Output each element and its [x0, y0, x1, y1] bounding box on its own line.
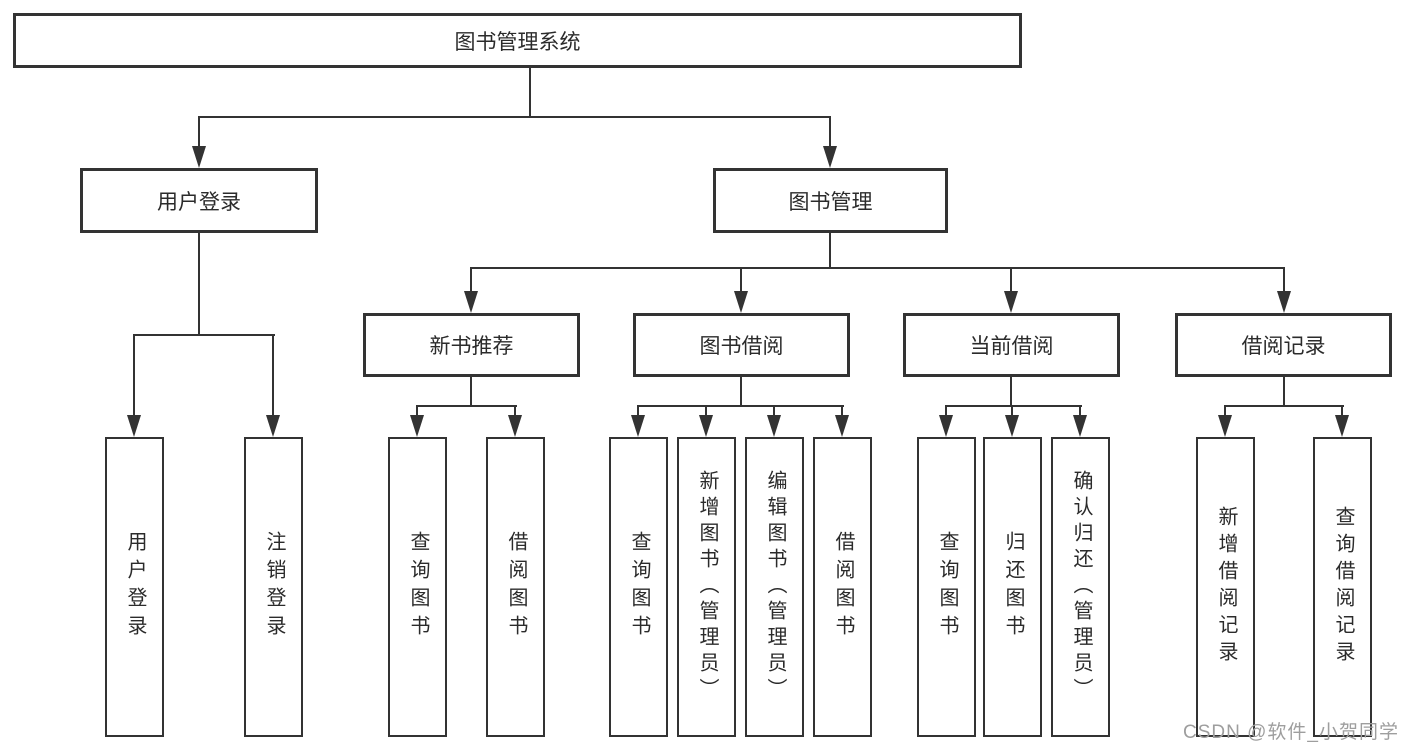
- leaf-add-borrow-record: 新增借阅记录: [1196, 437, 1255, 737]
- arrowhead-down-icon: [823, 146, 837, 168]
- connector-line: [945, 405, 947, 417]
- connector-line: [637, 405, 639, 417]
- arrowhead-down-icon: [734, 291, 748, 313]
- arrowhead-down-icon: [127, 415, 141, 437]
- connector-line: [133, 334, 275, 336]
- arrowhead-down-icon: [1218, 415, 1232, 437]
- leaf-borrow-books: 借阅图书: [813, 437, 872, 737]
- arrowhead-down-icon: [835, 415, 849, 437]
- node-new-book-recommendation: 新书推荐: [363, 313, 580, 377]
- leaf-borrow-books-recommend: 借阅图书: [486, 437, 545, 737]
- leaf-logout: 注销登录: [244, 437, 303, 737]
- connector-line: [514, 405, 516, 417]
- connector-line: [470, 375, 472, 407]
- connector-line: [1283, 375, 1285, 407]
- connector-line: [1224, 405, 1226, 417]
- leaf-return-books: 归还图书: [983, 437, 1042, 737]
- connector-line: [740, 375, 742, 407]
- arrowhead-down-icon: [699, 415, 713, 437]
- leaf-add-books-admin: 新增图书（管理员）: [677, 437, 736, 737]
- arrowhead-down-icon: [266, 415, 280, 437]
- connector-line: [1341, 405, 1343, 417]
- node-current-borrowing: 当前借阅: [903, 313, 1120, 377]
- arrowhead-down-icon: [1073, 415, 1087, 437]
- node-book-borrowing: 图书借阅: [633, 313, 850, 377]
- arrowhead-down-icon: [939, 415, 953, 437]
- arrowhead-down-icon: [1277, 291, 1291, 313]
- arrowhead-down-icon: [508, 415, 522, 437]
- arrowhead-down-icon: [192, 146, 206, 168]
- connector-line: [1010, 267, 1012, 295]
- connector-line: [133, 334, 135, 417]
- connector-line: [198, 116, 831, 118]
- connector-line: [1010, 375, 1012, 407]
- node-borrowing-records: 借阅记录: [1175, 313, 1392, 377]
- node-book-management: 图书管理: [713, 168, 948, 233]
- connector-line: [198, 233, 200, 336]
- connector-line: [638, 405, 844, 407]
- connector-line: [841, 405, 843, 417]
- connector-line: [1283, 267, 1285, 295]
- connector-line: [1079, 405, 1081, 417]
- node-user-login: 用户登录: [80, 168, 318, 233]
- connector-line: [272, 334, 274, 417]
- connector-line: [470, 267, 472, 295]
- csdn-watermark: CSDN @软件_小贺同学: [1183, 722, 1399, 743]
- leaf-edit-books-admin: 编辑图书（管理员）: [745, 437, 804, 737]
- node-library-management-system: 图书管理系统: [13, 13, 1022, 68]
- arrowhead-down-icon: [1005, 415, 1019, 437]
- connector-line: [1224, 405, 1344, 407]
- connector-line: [417, 405, 517, 407]
- arrowhead-down-icon: [1004, 291, 1018, 313]
- arrowhead-down-icon: [1335, 415, 1349, 437]
- arrowhead-down-icon: [410, 415, 424, 437]
- arrowhead-down-icon: [631, 415, 645, 437]
- leaf-query-borrow-record: 查询借阅记录: [1313, 437, 1372, 737]
- connector-line: [946, 405, 1082, 407]
- connector-line: [198, 116, 200, 150]
- arrowhead-down-icon: [767, 415, 781, 437]
- arrowhead-down-icon: [464, 291, 478, 313]
- leaf-user-login: 用户登录: [105, 437, 164, 737]
- connector-line: [829, 116, 831, 150]
- leaf-query-books-current: 查询图书: [917, 437, 976, 737]
- connector-line: [829, 233, 831, 269]
- connector-line: [1011, 405, 1013, 417]
- leaf-confirm-return-admin: 确认归还（管理员）: [1051, 437, 1110, 737]
- connector-line: [416, 405, 418, 417]
- connector-line: [705, 405, 707, 417]
- connector-line: [470, 267, 1285, 269]
- leaf-query-books-borrow: 查询图书: [609, 437, 668, 737]
- connector-line: [529, 68, 531, 118]
- connector-line: [740, 267, 742, 295]
- leaf-query-books-recommend: 查询图书: [388, 437, 447, 737]
- connector-line: [773, 405, 775, 417]
